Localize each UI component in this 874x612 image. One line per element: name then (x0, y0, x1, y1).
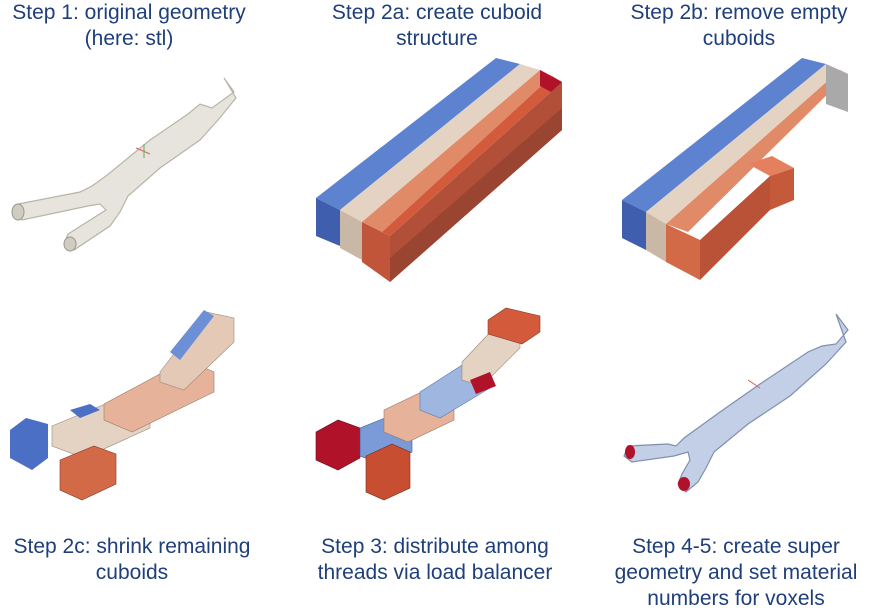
cuboid-structure-figure (316, 58, 562, 282)
cuboid-side-shade (390, 108, 562, 282)
axis-marker (135, 147, 151, 155)
caption-step-4-5: Step 4-5: create super geometry and set … (598, 534, 874, 612)
cuboid2b-top-beige (646, 64, 840, 224)
lb-block-top-red (487, 307, 541, 345)
stl-vessel-end-left (11, 203, 25, 221)
lb-block-darkred (315, 419, 361, 471)
caption-step-2b-line2: cuboids (702, 27, 776, 50)
cuboid-top-blue (316, 58, 520, 210)
caption-step-2b: Step 2b: remove empty cuboids (608, 0, 870, 52)
voxel-end-bottom (678, 477, 690, 491)
cuboid-front-blue (316, 198, 340, 246)
cuboid-front-red (362, 222, 390, 282)
voxel-axis-marker (747, 379, 761, 389)
caption-step-2a-line2: structure (396, 27, 478, 50)
shrunk-branch-red (59, 445, 117, 501)
shrunk-small-blue (70, 404, 100, 418)
cuboid2b-side (826, 64, 848, 112)
cuboid-top-beige (340, 64, 540, 222)
lb-block-bottom-red (365, 443, 411, 501)
caption-step-2a-line1: Step 2a: create cuboid (331, 1, 543, 24)
caption-step-4-5-line1: Step 4-5: create super (632, 535, 840, 558)
cuboid-top-salmon (362, 70, 552, 232)
caption-step-2c-line1: Step 2c: shrink remaining (13, 535, 251, 558)
caption-step-1: Step 1: original geometry (here: stl) (0, 0, 258, 52)
stl-geometry-figure (11, 77, 237, 252)
cuboid-front-beige (340, 210, 362, 260)
caption-step-3-line1: Step 3: distribute among (321, 535, 549, 558)
shrunk-blue-blocks (170, 310, 214, 360)
cuboid2b-front-blue (622, 200, 646, 250)
caption-step-3-line2: threads via load balancer (317, 561, 553, 584)
voxel-geometry-figure (623, 313, 849, 493)
caption-step-4-5-line2: geometry and set material (614, 561, 858, 584)
stl-vessel-end-bottom (63, 236, 77, 252)
cuboid2b-step-side (770, 168, 794, 210)
caption-step-2b-line1: Step 2b: remove empty (630, 1, 848, 24)
shrunk-tail-blue (10, 418, 48, 470)
lb-block-darkred-small (470, 372, 496, 394)
load-balancer-figure (315, 307, 541, 501)
caption-step-1-line1: Step 1: original geometry (12, 1, 246, 24)
cuboid2b-front-beige (646, 212, 666, 262)
cuboid2b-front-salmon (666, 224, 700, 280)
caption-step-2c-line2: cuboids (95, 561, 169, 584)
caption-step-2a: Step 2a: create cuboid structure (304, 0, 570, 52)
voxel-vessel (623, 313, 849, 493)
cuboid2b-top-salmon (666, 70, 848, 232)
voxel-end-left (625, 445, 635, 459)
caption-step-1-line2: (here: stl) (84, 27, 174, 50)
shrunk-cuboids-figure (10, 310, 235, 501)
caption-step-2c: Step 2c: shrink remaining cuboids (0, 534, 264, 586)
cuboid2b-top-blue (622, 58, 826, 212)
caption-step-3: Step 3: distribute among threads via loa… (300, 534, 570, 586)
caption-step-4-5-line3: numbers for voxels (647, 587, 825, 610)
cuboid2b-step-top (748, 156, 794, 176)
removed-cuboids-figure (622, 58, 848, 280)
cuboid2b-side-lower (700, 176, 770, 280)
cuboid-top-red (382, 76, 562, 236)
stl-vessel-main (13, 77, 237, 251)
